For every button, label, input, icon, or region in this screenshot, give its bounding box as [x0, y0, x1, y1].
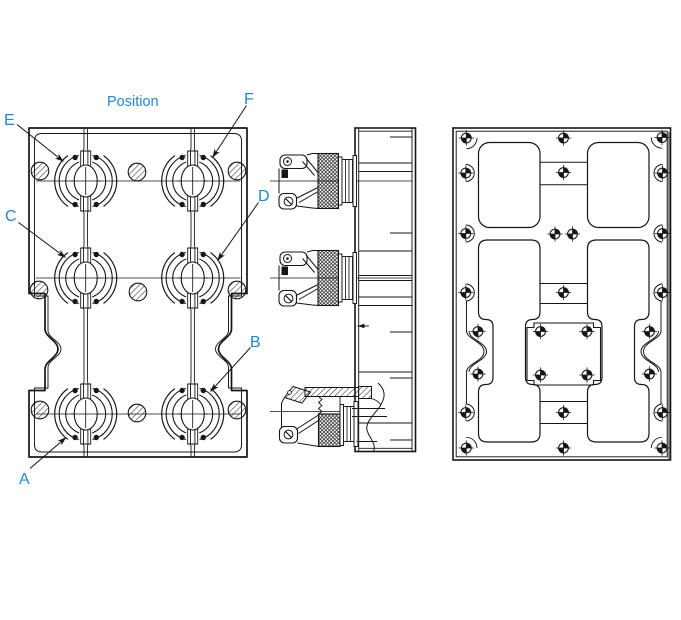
leader-lines	[16, 105, 259, 469]
pocket-lower-left	[477, 239, 541, 443]
label-d: D	[258, 188, 270, 205]
rear-screws	[457, 129, 671, 457]
side-datum-arrowhead	[357, 323, 365, 329]
rear-view	[452, 127, 672, 461]
label-b: B	[250, 334, 261, 351]
label-e: E	[4, 112, 15, 129]
side-panel-outline	[354, 127, 417, 453]
leader-f	[212, 105, 247, 158]
rear-corner-brackets	[465, 137, 663, 449]
center-pad	[526, 322, 602, 386]
position-title: Position	[107, 94, 159, 110]
side-view	[270, 127, 417, 453]
pocket-top-left	[477, 141, 541, 229]
front-inner-contour	[34, 133, 242, 453]
label-a: A	[19, 471, 30, 488]
pocket-top-right	[586, 141, 650, 229]
side-panel-inner-lines	[358, 128, 413, 452]
leader-a	[29, 437, 67, 469]
label-c: C	[5, 208, 17, 225]
side-connector-sectioned	[278, 382, 387, 452]
section-break-line	[366, 382, 385, 452]
leader-d	[217, 202, 259, 261]
rear-connecting-bands	[540, 161, 588, 424]
leader-b	[210, 347, 251, 392]
leader-c	[18, 222, 66, 258]
front-outline	[28, 127, 248, 458]
side-panel-feature-lines	[358, 136, 412, 441]
rear-outline	[452, 127, 672, 461]
rear-side-notch-waves	[466, 301, 662, 404]
leader-e	[16, 124, 64, 162]
annotation-labels: Position E F C D B A	[4, 91, 270, 488]
pocket-lower-right	[586, 239, 650, 443]
front-view	[28, 127, 248, 458]
label-f: F	[244, 91, 254, 108]
